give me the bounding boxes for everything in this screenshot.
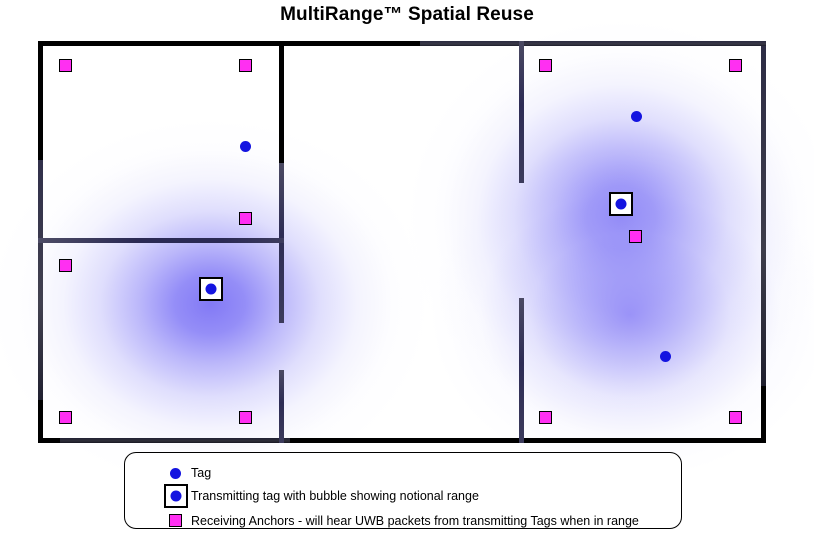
tx-tag-right [609,192,633,216]
anchor-right-bottom-left [539,411,552,424]
legend-item-tag: Tag [125,461,681,485]
legend-label-receiving-anchors: Receiving Anchors - will hear UWB packet… [191,514,639,528]
blue-dot-icon [170,490,182,502]
anchor-left-top-right [239,59,252,72]
legend-item-receiving-anchors: Receiving Anchors - will hear UWB packet… [125,509,681,533]
wall-outer-bottom [38,438,766,443]
wall-outer-right-shaded [761,46,766,386]
anchor-right-bottom-right [729,411,742,424]
anchor-left-bottom-right [239,411,252,424]
wall-outer-bottom-shaded [60,438,290,443]
range-bubble-left-tag [0,118,430,490]
magenta-square-icon [169,514,182,527]
anchor-left-top-left [59,59,72,72]
anchor-left-bottom-left [59,411,72,424]
legend-label-transmitting-tag: Transmitting tag with bubble showing not… [191,489,479,503]
wall-right-room-left-top [519,41,524,183]
wall-outer-top [38,41,766,46]
legend: Tag Transmitting tag with bubble showing… [124,452,682,529]
legend-marker-tag [163,461,189,485]
wall-left-room-divider-horizontal [38,238,284,243]
anchor-left-mid-right [239,212,252,225]
legend-item-transmitting-tag: Transmitting tag with bubble showing not… [125,484,681,508]
anchor-left-lower-left [59,259,72,272]
range-bubble-right-tag [406,18,814,418]
tag-right-upper [631,111,642,122]
wall-outer-top-shaded [420,41,766,46]
tx-tag-right-dot-icon [615,198,627,210]
wall-outer-left-shaded [38,160,43,400]
anchor-right-top-left [539,59,552,72]
legend-label-tag: Tag [191,466,212,480]
tag-left-upper [240,141,251,152]
tag-right-lower [660,351,671,362]
wall-right-room-left-bottom [519,298,524,443]
anchor-right-mid [629,230,642,243]
wall-left-room-divider-vertical-top [279,41,284,163]
anchor-right-top-right [729,59,742,72]
wall-left-room-divider-vertical-mid [279,163,284,323]
blue-dot-icon [170,468,181,479]
tx-tag-left [199,277,223,301]
wall-left-room-divider-vertical-bottom [279,370,284,443]
boxed-blue-dot-icon [164,484,188,508]
legend-marker-transmitting-tag [163,484,189,508]
tx-tag-left-dot-icon [205,283,217,295]
legend-marker-receiving-anchors [163,509,189,533]
